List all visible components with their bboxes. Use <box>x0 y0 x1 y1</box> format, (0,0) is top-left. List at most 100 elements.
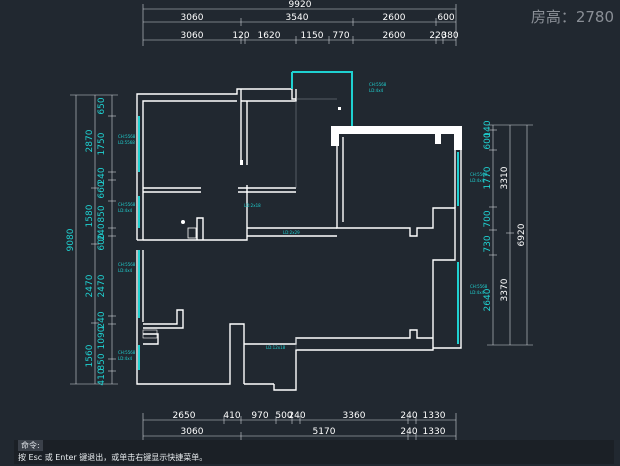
room-label: CH:5568 LD:4x4 <box>470 172 488 183</box>
room-label-line1: CH:5568 <box>369 82 387 87</box>
window-lines <box>138 71 459 370</box>
left-total-dim: 9080 <box>66 228 76 251</box>
dim-text: 1770 <box>483 166 493 189</box>
dim-text: 5170 <box>313 427 336 437</box>
dim-text: 240 <box>288 411 305 421</box>
dim-text: 2470 <box>97 274 107 297</box>
command-line-message: 按 Esc 或 Enter 键退出，或单击右键显示快捷菜单。 <box>18 453 208 462</box>
room-label-line1: CH:5568 <box>470 172 488 177</box>
room-label: LD:12x18 <box>266 345 286 350</box>
dim-text: 3310 <box>500 166 510 189</box>
dim-text: 3060 <box>181 427 204 437</box>
room-label: CH:5568 LD:4x4 <box>118 262 136 273</box>
dim-text: 2870 <box>85 129 95 152</box>
dim-text: 1560 <box>85 344 95 367</box>
room-label-line2: LD:4x4 <box>369 88 384 93</box>
room-label-line1: LD:2x18 <box>244 203 261 208</box>
room-label-line2: LD:4x4 <box>470 178 485 183</box>
dim-text: 240 <box>400 411 417 421</box>
dim-text: 3360 <box>343 411 366 421</box>
dim-text: 850 <box>97 205 107 222</box>
room-label-line2: LD:4x4 <box>118 208 133 213</box>
dim-text: 120 <box>232 31 249 41</box>
dim-text: 380 <box>441 31 458 41</box>
dim-text: 2650 <box>173 411 196 421</box>
dim-text: 1330 <box>423 427 446 437</box>
cabinet-icon <box>142 329 158 339</box>
dim-text: 1580 <box>85 204 95 227</box>
dim-text: 240 <box>400 427 417 437</box>
room-label-line2: LD:4x4 <box>118 268 133 273</box>
dim-text: 410 <box>223 411 240 421</box>
command-line-panel[interactable]: 命令: 按 Esc 或 Enter 键退出，或单击右键显示快捷菜单。 <box>14 440 614 464</box>
toilet-icon <box>181 220 185 224</box>
dim-text: 850 <box>97 353 107 370</box>
dim-text: 730 <box>483 235 493 252</box>
column-marker <box>338 107 341 110</box>
dim-text: 1330 <box>423 411 446 421</box>
column-marker <box>240 160 243 165</box>
dim-text: 3540 <box>286 13 309 23</box>
room-label-line1: CH:5568 <box>470 284 488 289</box>
dim-text: 2600 <box>383 13 406 23</box>
dim-text: 240 <box>97 167 107 184</box>
floor-plan <box>136 71 462 391</box>
right-total-dim: 6920 <box>517 223 527 246</box>
dim-text: 2640 <box>483 288 493 311</box>
room-label: CH:5568 LD:5568 <box>118 134 136 145</box>
dim-text: 500 <box>275 411 292 421</box>
room-label: CH:5568 LD:4x4 <box>470 284 488 295</box>
dim-text: 3370 <box>500 278 510 301</box>
room-label-line1: CH:5568 <box>118 350 136 355</box>
top-dimensions <box>142 4 457 46</box>
right-outer-dims: 3310 3370 <box>500 166 510 301</box>
left-dimensions <box>70 94 118 385</box>
room-label: LD:2x18 <box>244 203 261 208</box>
right-inner-dims: 140 600 1770 700 730 2640 <box>483 120 493 311</box>
dim-text: 410 <box>97 368 107 385</box>
solid-wall-top-right <box>331 126 462 150</box>
room-label-line1: CH:5568 <box>118 262 136 267</box>
sink-icon <box>187 227 197 239</box>
room-label-line1: LD:12x18 <box>266 345 286 350</box>
dim-text: 2600 <box>383 31 406 41</box>
dim-text: 600 <box>97 233 107 250</box>
room-height-label: 房高：2780 <box>530 8 614 26</box>
dim-text: 1750 <box>97 132 107 155</box>
dim-text: 240 <box>97 223 107 240</box>
room-label: LD:2x29 <box>283 230 300 235</box>
left-outer-dims: 2870 1580 2470 1560 <box>85 129 95 367</box>
room-label-line1: CH:5568 <box>118 134 136 139</box>
command-line-title: 命令: <box>18 440 43 451</box>
room-label: CH:5568 LD:4x4 <box>369 82 387 93</box>
room-label-line2: LD:4x4 <box>470 290 485 295</box>
dim-text: 970 <box>251 411 268 421</box>
room-label: CH:5568 LD:4x4 <box>118 202 136 213</box>
room-labels: CH:5568 LD:4x4 CH:5568 LD:5568 CH:5568 L… <box>118 82 488 361</box>
right-dimensions <box>487 124 533 346</box>
dim-text: 660 <box>97 181 107 198</box>
fixtures <box>142 107 341 339</box>
bottom-row1-dims: 2650 410 970 500 240 3360 240 1330 <box>173 411 446 421</box>
dim-text: 1090 <box>97 326 107 349</box>
room-label-line2: LD:4x4 <box>118 356 133 361</box>
dim-text: 1620 <box>258 31 281 41</box>
room-label-line1: CH:5568 <box>118 202 136 207</box>
dim-text: 3060 <box>181 31 204 41</box>
dim-text: 600 <box>437 13 454 23</box>
top-row2-dims: 3060 120 1620 1150 770 2600 220 380 <box>181 31 459 41</box>
dim-text: 650 <box>97 97 107 114</box>
thin-reference-lines <box>295 98 337 350</box>
left-inner-dims: 650 1750 240 660 850 240 600 2470 240 10… <box>97 97 107 385</box>
dim-text: 140 <box>483 120 493 137</box>
room-label-line2: LD:5568 <box>118 140 135 145</box>
dim-text: 3060 <box>181 13 204 23</box>
dim-text: 770 <box>332 31 349 41</box>
dim-text: 2470 <box>85 274 95 297</box>
top-row1-dims: 3060 3540 2600 600 <box>181 13 455 23</box>
exterior-walls <box>136 88 462 391</box>
dim-text: 240 <box>97 311 107 328</box>
dim-text: 1150 <box>301 31 324 41</box>
dim-text: 700 <box>483 210 493 227</box>
